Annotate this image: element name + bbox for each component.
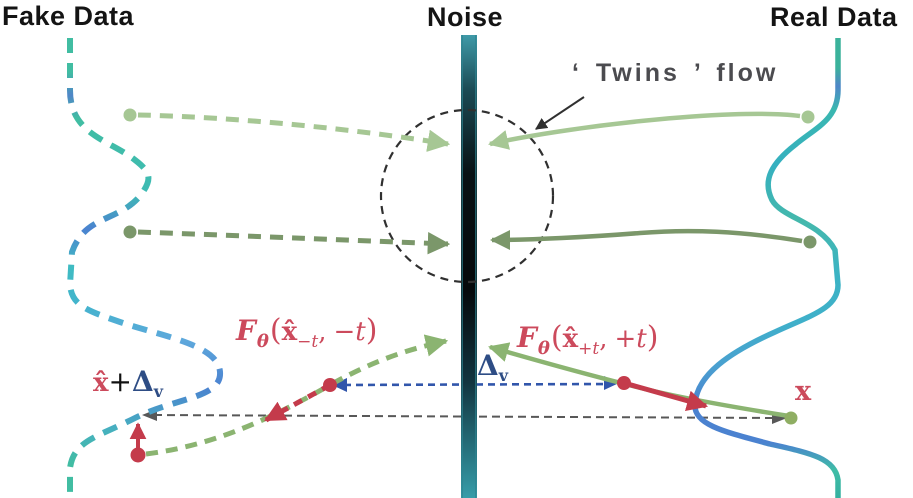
blue-arrowhead-left (332, 378, 347, 392)
real-data-title: Real Data (770, 2, 898, 32)
fake-flow-mid-dashed-arrow (137, 229, 451, 255)
theta-subscript: θ (256, 331, 269, 352)
pos-t-argument: +t (614, 324, 647, 354)
delta-symbol: Δ (131, 365, 154, 398)
right-paren: ) (365, 313, 378, 348)
point-xhat-neg-t (323, 378, 337, 392)
real-sample-dot-top (801, 110, 815, 124)
theta-subscript: θ (537, 338, 550, 359)
twins-flow-annotation: ‘ Twins ’ flow (572, 59, 779, 87)
v-subscript: v (498, 366, 509, 385)
f-theta-pos-label: Fθ(x̂+t,+t) (517, 323, 658, 358)
fake-data-distribution-curve (66, 38, 223, 498)
twins-pointer-arrow (535, 96, 585, 130)
fake-side-trajectory-dashed (145, 334, 449, 457)
xhat-symbol: x̂ (93, 368, 109, 398)
comma: , (599, 324, 608, 354)
noise-bar (461, 35, 477, 498)
xhat-symbol: x̂ (562, 324, 579, 354)
real-data-distribution-curve (692, 38, 841, 498)
fake-sample-dot-mid (123, 225, 137, 239)
real-flow-mid-solid-arrow (489, 228, 803, 251)
fake-sample-dot-top (123, 108, 137, 122)
point-xhat (130, 447, 146, 463)
point-xhat-pos-t (617, 376, 631, 390)
xhat-plus-delta-label: x̂+Δv (93, 368, 163, 400)
fake-flow-top-dashed-arrow (137, 112, 451, 152)
comma: , (318, 317, 327, 347)
neg-t-argument: −t (333, 317, 366, 347)
xhat-symbol: x̂ (281, 317, 298, 347)
f-symbol: F (517, 321, 537, 354)
right-paren: ) (646, 320, 659, 355)
delta-symbol: Δ (477, 349, 499, 382)
v-subscript: v (153, 382, 164, 401)
f-theta-neg-label: Fθ(x̂−t,−t) (236, 316, 377, 351)
left-paren: ( (269, 313, 282, 348)
pos-t-subscript: +t (578, 339, 600, 359)
real-sample-dot-mid (803, 235, 817, 249)
point-x-real (784, 411, 798, 425)
fake-data-title: Fake Data (2, 1, 135, 31)
neg-t-subscript: −t (297, 332, 319, 352)
plus-sign: + (108, 365, 132, 398)
noise-title: Noise (427, 2, 504, 32)
f-symbol: F (236, 314, 256, 347)
x-point-label: x (795, 376, 812, 407)
delta-v-label: Δv (477, 352, 508, 384)
velocity-arrow-pos-t (623, 380, 709, 412)
velocity-arrow-neg-t (264, 382, 332, 423)
delta-v-dashed-connector (343, 382, 608, 387)
real-flow-top-solid-arrow (488, 111, 801, 150)
left-paren: ( (550, 320, 563, 355)
twins-circle (379, 108, 555, 284)
